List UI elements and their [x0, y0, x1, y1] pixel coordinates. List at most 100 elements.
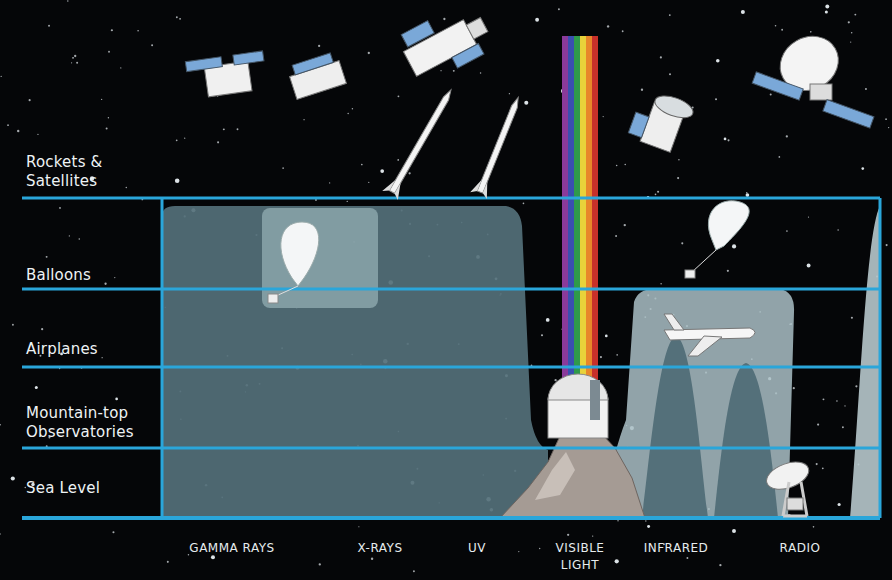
star — [120, 67, 121, 68]
star — [715, 98, 717, 100]
star — [29, 99, 31, 101]
star — [137, 30, 139, 32]
satellite — [185, 51, 268, 99]
solar-panel — [233, 51, 264, 65]
solar-panel — [752, 72, 803, 100]
star — [647, 525, 650, 528]
satellite-body — [810, 84, 832, 100]
star — [74, 55, 76, 57]
star — [398, 95, 400, 97]
star — [728, 139, 730, 141]
altitude-line — [22, 288, 880, 291]
star — [509, 93, 510, 94]
rocket — [470, 94, 526, 199]
star — [111, 29, 113, 31]
star — [865, 88, 867, 90]
solar-panel — [628, 112, 649, 137]
star — [0, 424, 1, 425]
balloon-window — [262, 208, 378, 308]
band-label: GAMMA RAYS — [177, 540, 287, 557]
balloon — [685, 201, 749, 278]
solar-panel — [401, 21, 434, 47]
star — [808, 216, 809, 217]
star — [108, 117, 109, 118]
star — [237, 128, 239, 130]
radio-telescope — [763, 457, 813, 516]
star — [615, 235, 617, 237]
star — [112, 531, 114, 533]
rocket-body — [389, 88, 453, 193]
balloon-envelope — [708, 201, 749, 250]
dish-mount — [783, 482, 807, 516]
star — [825, 10, 828, 13]
star — [660, 56, 662, 58]
radio-edge — [850, 206, 880, 518]
star — [842, 426, 844, 428]
spectrum-stripe — [574, 36, 580, 396]
sea-level-line — [22, 516, 880, 520]
star — [817, 423, 819, 425]
star — [25, 487, 26, 488]
star — [617, 520, 618, 521]
star — [188, 554, 189, 555]
star — [850, 41, 851, 42]
star — [624, 224, 626, 226]
star — [810, 31, 812, 33]
star — [59, 207, 61, 209]
star — [115, 398, 118, 401]
band-label: X-RAYS — [340, 540, 420, 557]
star — [746, 192, 748, 194]
frame-line — [879, 198, 882, 518]
star — [746, 193, 750, 197]
gondola — [685, 270, 695, 278]
altitude-label: Airplanes — [26, 340, 156, 359]
star — [282, 167, 284, 169]
telescope-tube — [466, 17, 488, 39]
balloon-envelope — [281, 222, 319, 286]
star — [724, 138, 727, 141]
gondola — [268, 294, 278, 303]
star — [114, 277, 115, 278]
star — [126, 187, 127, 188]
satellite — [396, 0, 496, 87]
star — [669, 73, 671, 75]
star — [1, 76, 2, 77]
opaque-region — [714, 363, 778, 518]
star — [211, 555, 215, 559]
star — [443, 18, 445, 20]
star — [167, 561, 169, 563]
star — [179, 18, 181, 20]
star — [223, 128, 225, 130]
rocket — [382, 85, 459, 200]
star — [409, 172, 411, 174]
star — [851, 317, 853, 319]
star — [368, 52, 370, 54]
star — [176, 140, 178, 142]
star — [106, 128, 108, 130]
star — [813, 526, 815, 528]
star — [397, 159, 399, 161]
star — [541, 334, 543, 336]
star — [851, 32, 853, 34]
star — [0, 533, 1, 534]
star — [71, 62, 72, 63]
star — [151, 44, 153, 46]
star — [844, 405, 845, 406]
star — [108, 51, 110, 53]
star — [854, 14, 856, 16]
frame-line — [161, 198, 164, 518]
mountain-highlight — [535, 452, 575, 500]
star — [104, 283, 106, 285]
altitude-line — [22, 197, 880, 200]
star — [546, 318, 550, 322]
star — [347, 113, 348, 114]
altitude-band: Airplanes — [22, 289, 880, 367]
star — [641, 88, 643, 90]
star — [518, 551, 519, 552]
star — [678, 159, 679, 160]
star — [535, 18, 539, 22]
airplane-wing — [688, 336, 722, 356]
